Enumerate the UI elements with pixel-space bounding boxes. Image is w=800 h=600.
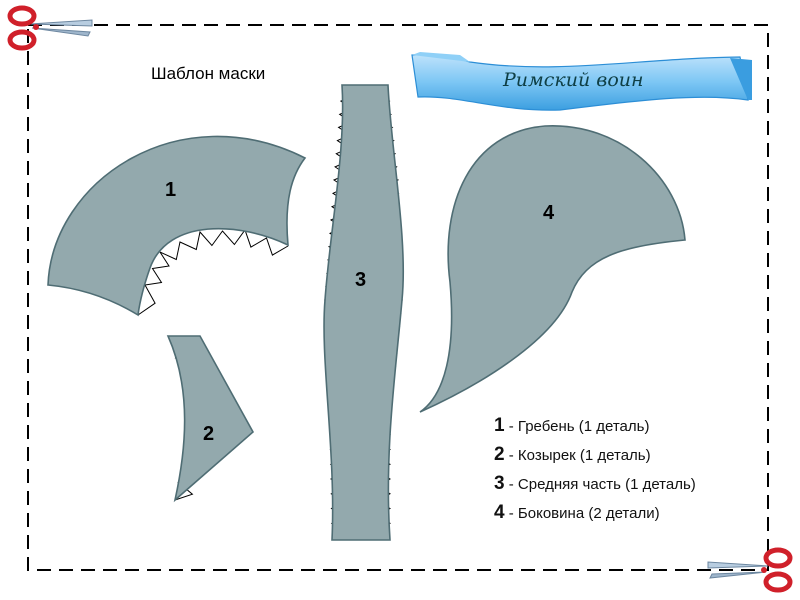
piece-number-4: 4 xyxy=(543,202,555,224)
legend-item: 1 - Гребень (1 деталь) xyxy=(494,415,650,436)
piece-4-side: 4 xyxy=(419,125,686,413)
piece-number-2: 2 xyxy=(203,423,214,445)
cut-line-border xyxy=(27,24,769,571)
piece-number-1: 1 xyxy=(165,179,176,201)
piece-number-3: 3 xyxy=(355,269,366,291)
piece-1-crest: 1 xyxy=(47,135,307,317)
banner-title: Римский воин xyxy=(502,69,644,91)
glue-tabs xyxy=(137,228,289,316)
template-title: Шаблон маски xyxy=(151,64,266,83)
piece-2-visor: 2 xyxy=(166,335,255,503)
legend-item: 3 - Средняя часть (1 деталь) xyxy=(494,473,696,494)
piece-3-middle: 3 xyxy=(323,84,405,541)
legend-item: 2 - Козырек (1 деталь) xyxy=(494,444,651,465)
legend: 1 - Гребень (1 деталь) 2 - Козырек (1 де… xyxy=(494,415,696,531)
banner-ribbon: Римский воин xyxy=(411,52,752,111)
scissors-icon-top-left xyxy=(7,5,93,51)
legend-item: 4 - Боковина (2 детали) xyxy=(494,502,660,523)
scissors-icon-bottom-right xyxy=(707,547,793,593)
